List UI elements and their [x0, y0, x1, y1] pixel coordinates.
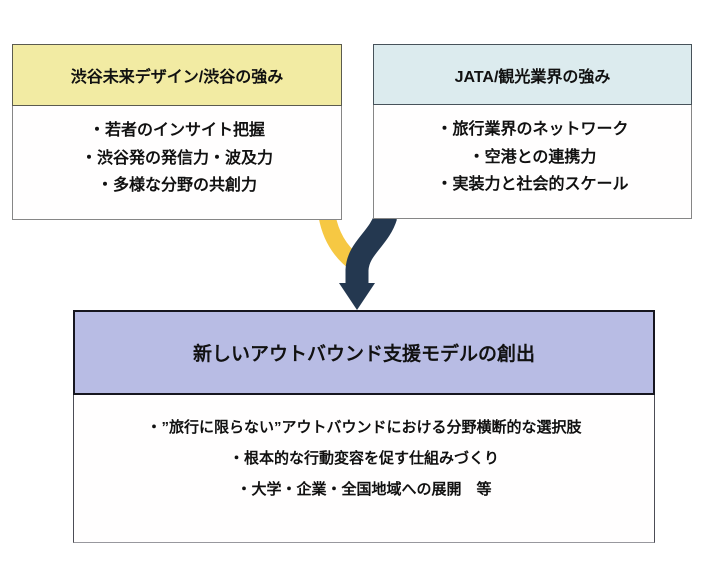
- strengths-box-shibuya-list: ・若者のインサイト把握 ・渋谷発の発信力・波及力 ・多様な分野の共創力: [12, 106, 342, 220]
- arrow-from-jata: [345, 213, 397, 288]
- list-item: ・若者のインサイト把握: [88, 122, 265, 139]
- result-box-title: 新しいアウトバウンド支援モデルの創出: [192, 344, 535, 365]
- list-item: ・渋谷発の発信力・波及力: [80, 149, 273, 167]
- merge-arrows-graphic: [318, 213, 397, 310]
- list-item: ・”旅行に限らない”アウトバウンドにおける分野横断的な選択肢: [146, 419, 582, 436]
- strengths-box-jata-header: JATA/観光業界の強み: [373, 44, 692, 105]
- list-item: ・多様な分野の共創力: [96, 177, 257, 194]
- result-box-header: 新しいアウトバウンド支援モデルの創出: [73, 310, 655, 395]
- strengths-box-shibuya-header: 渋谷未来デザイン/渋谷の強み: [12, 44, 342, 106]
- result-box: 新しいアウトバウンド支援モデルの創出 ・”旅行に限らない”アウトバウンドにおける…: [73, 310, 655, 543]
- strengths-box-shibuya: 渋谷未来デザイン/渋谷の強み ・若者のインサイト把握 ・渋谷発の発信力・波及力 …: [12, 44, 342, 220]
- strengths-box-shibuya-title: 渋谷未来デザイン/渋谷の強み: [70, 69, 284, 86]
- strengths-box-jata-title: JATA/観光業界の強み: [454, 68, 611, 86]
- list-item: ・実装力と社会的スケール: [436, 176, 629, 193]
- list-item: ・根本的な行動変容を促す仕組みづくり: [228, 450, 499, 467]
- list-item: ・旅行業界のネットワーク: [436, 121, 629, 138]
- list-item: ・大学・企業・全国地域への展開 等: [236, 481, 492, 498]
- result-box-list: ・”旅行に限らない”アウトバウンドにおける分野横断的な選択肢 ・根本的な行動変容…: [73, 395, 655, 543]
- strengths-box-jata-list: ・旅行業界のネットワーク ・空港との連携力 ・実装力と社会的スケール: [373, 105, 692, 219]
- arrow-head-icon: [339, 283, 375, 310]
- list-item: ・空港との連携力: [468, 148, 597, 166]
- strengths-box-jata: JATA/観光業界の強み ・旅行業界のネットワーク ・空港との連携力 ・実装力と…: [373, 44, 692, 219]
